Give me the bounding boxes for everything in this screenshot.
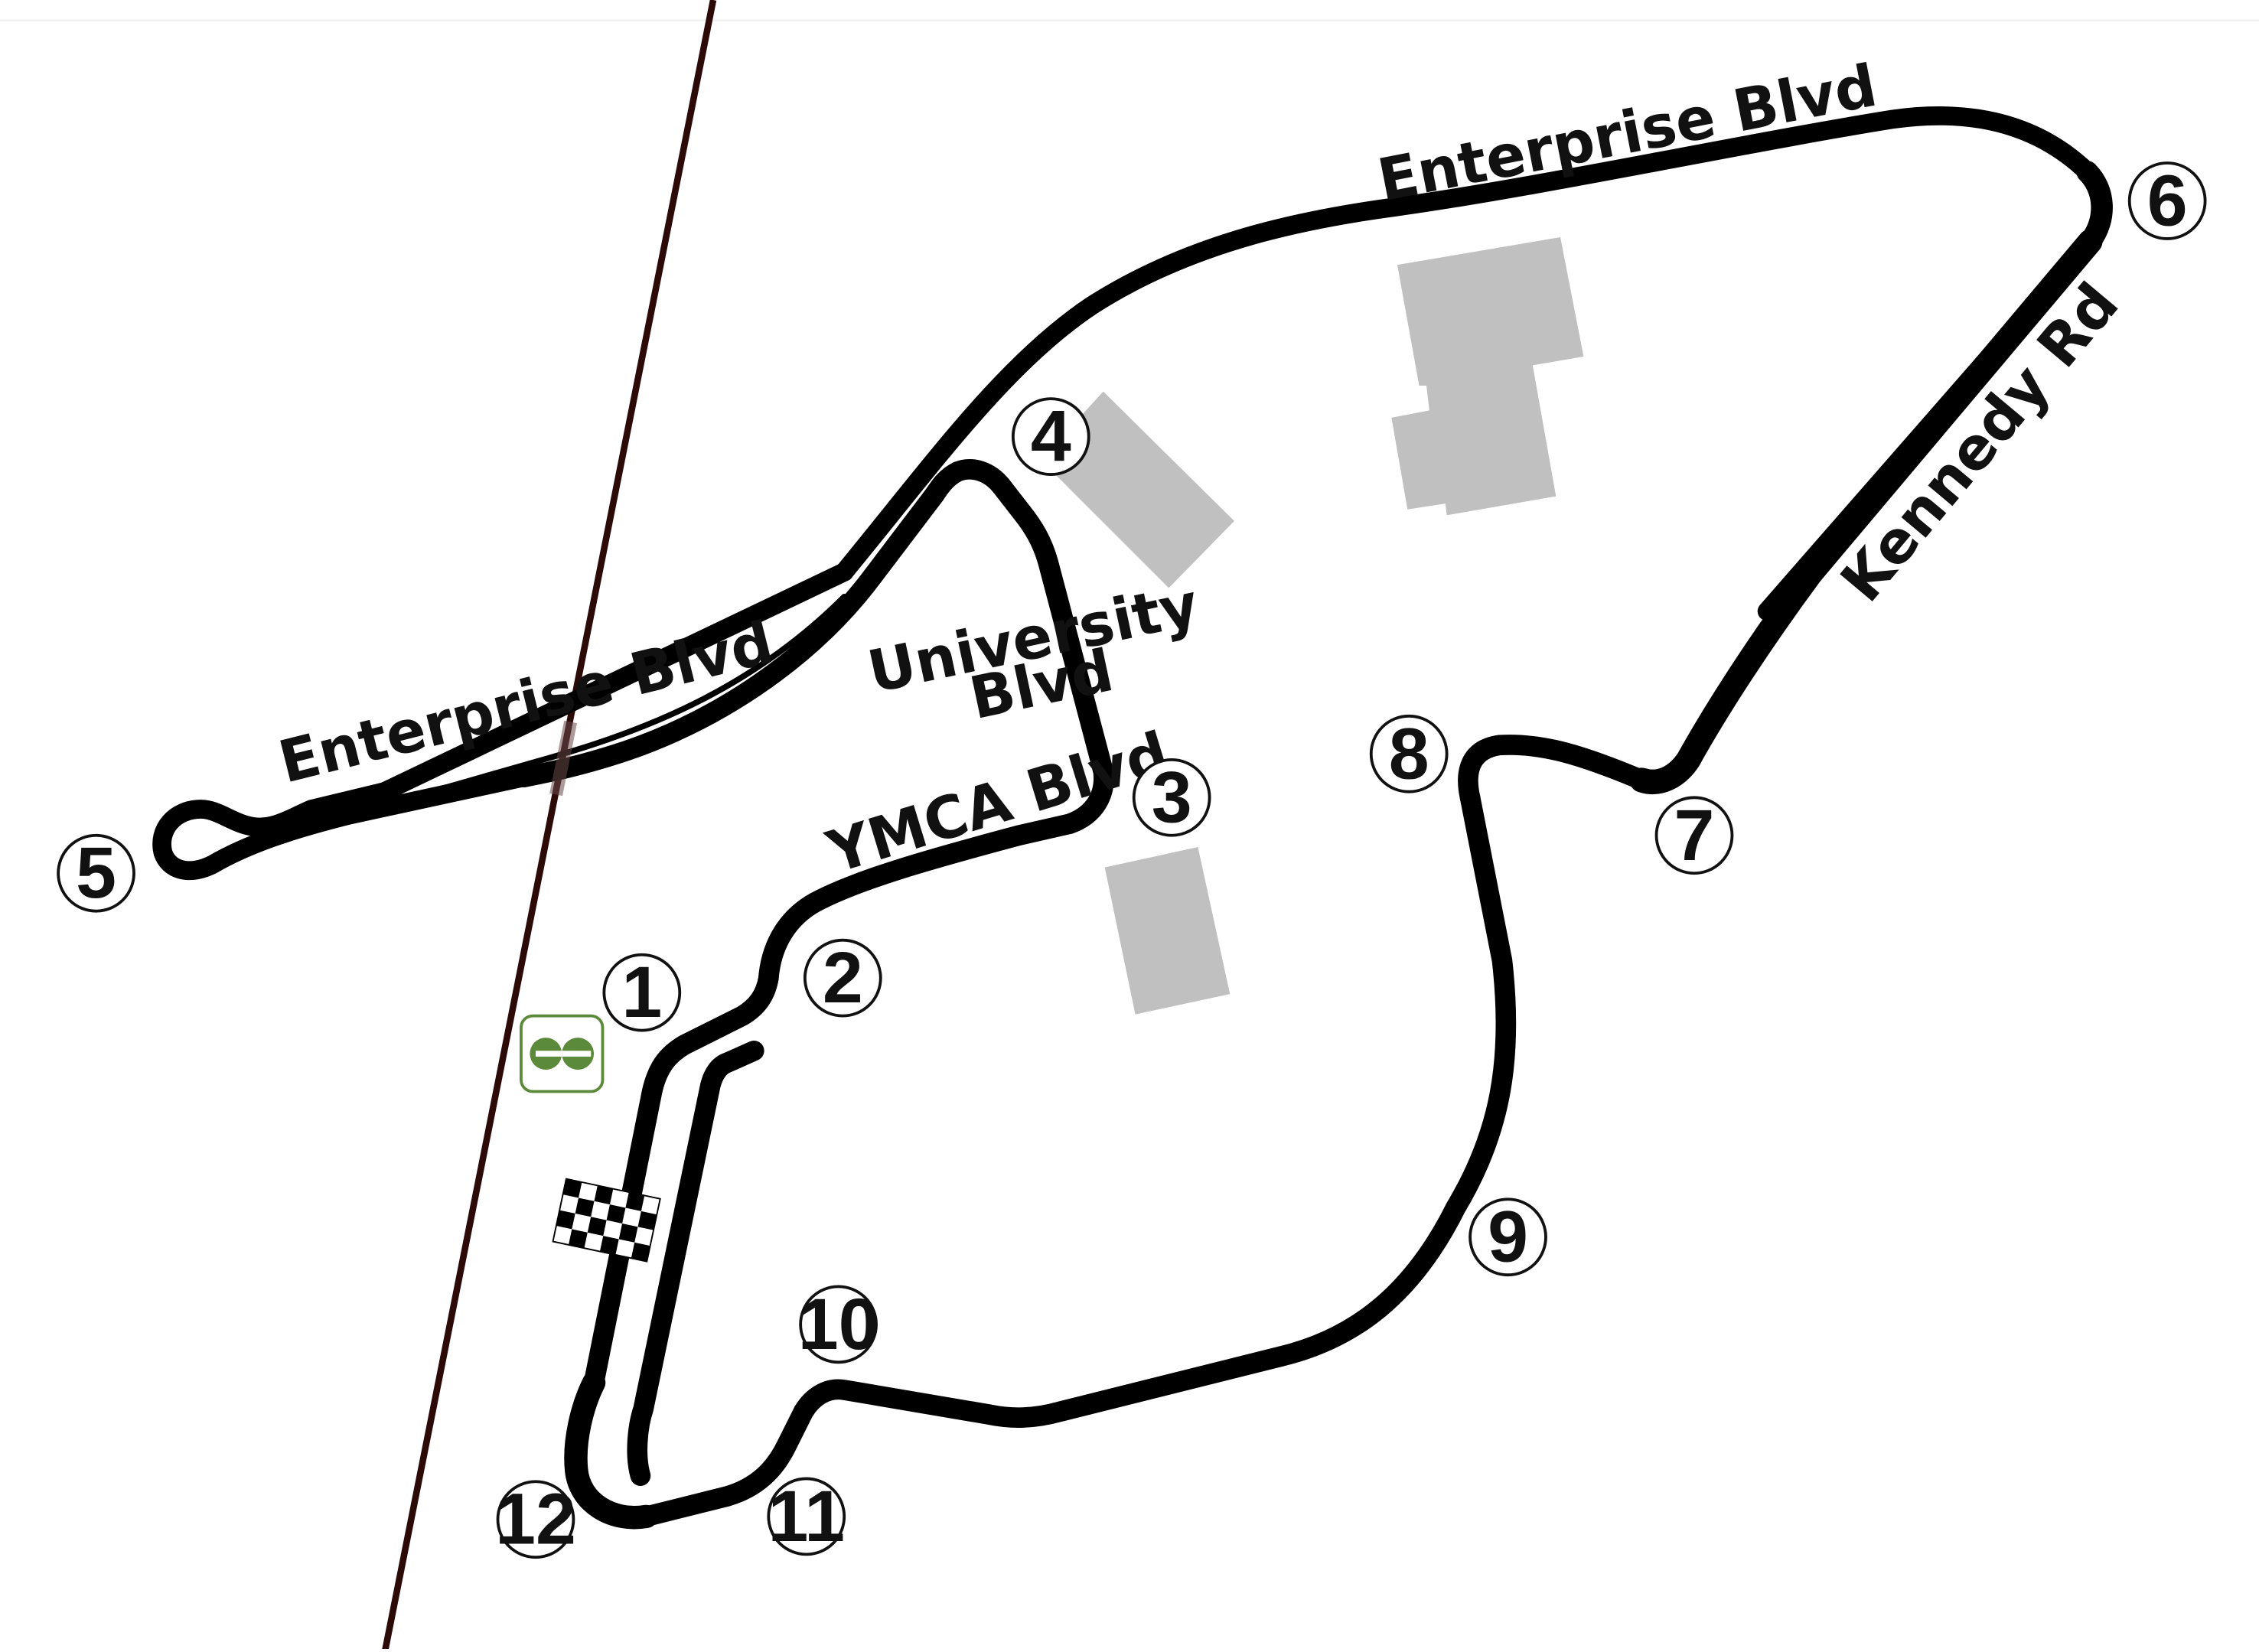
turn-marker-circle: [1469, 1197, 1547, 1277]
track-ymca-blvd: [991, 475, 1114, 834]
turn-markers: 1 2 3 4 5 6 7: [57, 160, 2207, 1560]
turn-marker-12: 12: [495, 1479, 576, 1560]
track-return-leg: [627, 1040, 764, 1486]
flag-square: [606, 1204, 626, 1224]
turn-marker-6: 6: [2127, 160, 2207, 241]
track-kennedy-inner: [1757, 232, 2100, 621]
track-turn-12: [564, 1370, 658, 1530]
turn-number: 7: [1674, 795, 1715, 876]
turn-marker-circle: [1369, 714, 1449, 793]
turn-number: 2: [823, 937, 863, 1018]
track-enterprise-west-inner: [346, 594, 848, 818]
flag-square: [587, 1217, 607, 1237]
turn-number: 10: [798, 1284, 879, 1365]
track-turn-1-2: [758, 813, 1081, 989]
track-turn-9-10: [793, 1346, 1292, 1428]
turn-number: 1: [621, 952, 662, 1033]
turn-number: 12: [495, 1479, 576, 1560]
turn-marker-circle: [602, 953, 682, 1032]
turn-marker-7: 7: [1654, 795, 1734, 876]
turn-marker-9: 9: [1469, 1197, 1547, 1278]
street-label-enterprise-east: Enterprise Blvd: [1372, 51, 1882, 215]
track-enterprise-east: [834, 106, 2097, 582]
flag-square: [568, 1229, 588, 1249]
track-kennedy-rd: [1629, 229, 2103, 794]
turn-number: 8: [1389, 713, 1429, 794]
turn-marker-circle: [799, 1285, 878, 1364]
railway-line: [381, 0, 717, 1652]
turn-marker-8: 8: [1369, 713, 1449, 794]
street-label-ymca: YMCA Blvd: [819, 718, 1176, 887]
turn-marker-circle: [803, 938, 882, 1018]
turn-marker-circle: [2127, 161, 2207, 240]
flag-square: [637, 1210, 657, 1230]
turn-number: 3: [1152, 757, 1192, 838]
flag-square: [575, 1197, 595, 1217]
flag-square: [625, 1192, 645, 1211]
go-transit-station-icon: [520, 1014, 605, 1093]
track-turn-10-11: [636, 1401, 814, 1527]
turn-marker-2: 2: [803, 937, 882, 1018]
turn-marker-11: 11: [767, 1476, 846, 1557]
turn-marker-10: 10: [798, 1284, 879, 1365]
building-near-turn-3: [1104, 846, 1231, 1015]
flag-square: [562, 1178, 582, 1198]
track-turn-7-8: [1458, 735, 1652, 808]
turn-marker-5: 5: [57, 833, 135, 914]
building-ne: [1391, 237, 1584, 516]
flag-square: [599, 1236, 619, 1255]
turn-marker-circle: [496, 1480, 575, 1559]
turn-marker-circle: [57, 833, 135, 913]
track-turn-8-9: [1270, 787, 1517, 1367]
turn-number: 9: [1488, 1197, 1528, 1278]
turn-number: 5: [76, 833, 116, 914]
flag-square: [618, 1223, 638, 1243]
track-enterprise-west: [152, 562, 854, 880]
street-label-kennedy: Kennedy Rd: [1827, 270, 2132, 614]
turn-number: 4: [1031, 396, 1071, 477]
station-glyph-bar: [535, 1051, 592, 1057]
turn-marker-circle: [1654, 796, 1734, 875]
flag-square: [631, 1242, 650, 1262]
turn-marker-1: 1: [602, 952, 682, 1033]
flag-square: [556, 1210, 575, 1230]
turn-marker-circle: [767, 1477, 846, 1556]
turn-marker-4: 4: [1011, 396, 1090, 477]
turn-marker-circle: [1132, 758, 1211, 837]
track-turn-4: [924, 459, 1012, 506]
railway-bridge: [549, 720, 578, 797]
turn-marker-circle: [1011, 397, 1090, 476]
checkered-flag-icon: [552, 1178, 661, 1263]
turn-number: 11: [768, 1476, 845, 1557]
flag-square: [594, 1185, 614, 1205]
turn-marker-3: 3: [1132, 757, 1211, 838]
track-main-straight: [583, 967, 779, 1393]
race-track: [152, 106, 2113, 1530]
turn-number: 6: [2147, 160, 2188, 241]
